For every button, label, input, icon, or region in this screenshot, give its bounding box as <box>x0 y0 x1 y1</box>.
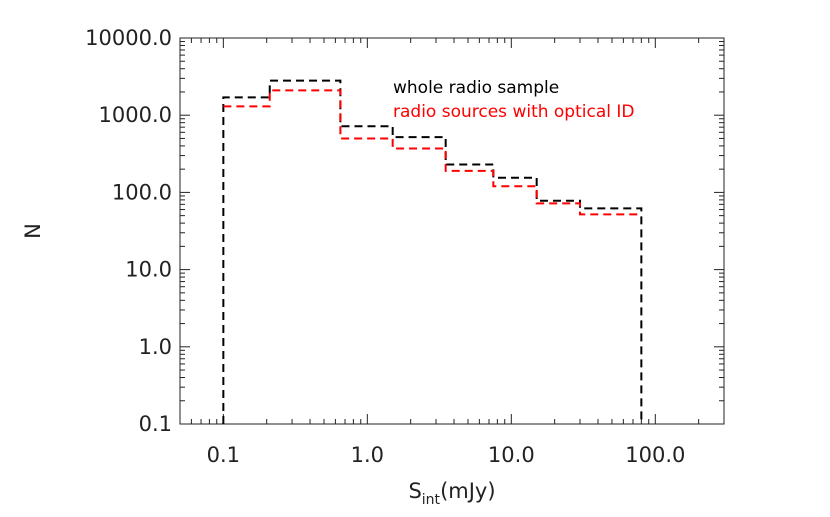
series-layer <box>222 79 643 424</box>
plot-frame <box>179 37 725 425</box>
y-tick-labels: 0.1 1.0 10.0 100.0 1000.0 10000.0 <box>85 26 172 436</box>
y-tick-label: 1.0 <box>139 335 172 359</box>
x-axis-title: Sint(mJy) <box>408 479 495 508</box>
x-tick-labels: 0.1 1.0 10.0 100.0 <box>207 443 686 467</box>
series-line-whole-sample <box>222 79 643 424</box>
y-axis-title: N <box>21 223 45 239</box>
x-axis-title-unit: (mJy) <box>440 479 495 503</box>
axis-ticks <box>179 37 725 425</box>
x-tick-label: 1.0 <box>351 443 384 467</box>
x-axis-title-sub: int <box>422 492 441 508</box>
legend-label-optical: radio sources with optical ID <box>393 102 635 122</box>
y-tick-label: 0.1 <box>139 412 172 436</box>
x-axis-title-main: S <box>408 479 421 503</box>
y-tick-label: 1000.0 <box>99 103 172 127</box>
y-tick-label: 100.0 <box>112 180 172 204</box>
x-tick-label: 10.0 <box>488 443 535 467</box>
x-tick-label: 0.1 <box>207 443 240 467</box>
y-tick-label: 10.0 <box>125 258 172 282</box>
series-line-optical-id <box>223 89 642 216</box>
y-tick-label: 10000.0 <box>85 26 172 50</box>
x-tick-label: 100.0 <box>625 443 685 467</box>
legend-label-whole: whole radio sample <box>393 78 559 98</box>
legend: whole radio sample radio sources with op… <box>393 78 635 122</box>
